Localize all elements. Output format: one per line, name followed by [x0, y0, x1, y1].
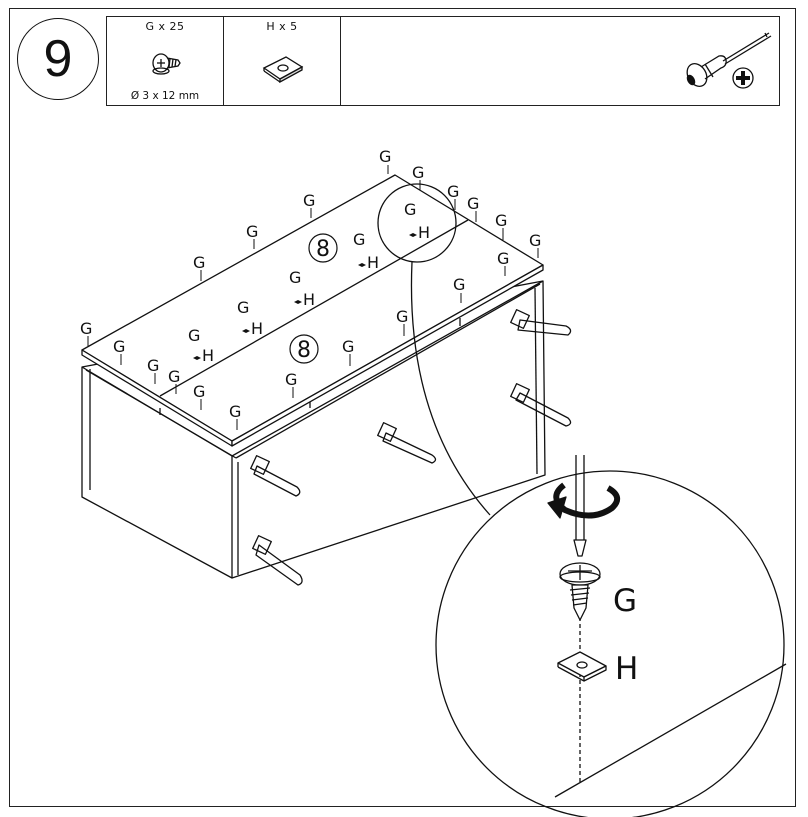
diagram-h-label: H [418, 223, 430, 242]
part-h-count: H x 5 [266, 20, 298, 33]
diagram-g-label: G [168, 367, 180, 386]
diagram-g-label: G [147, 356, 159, 375]
panel-number: 8 [297, 338, 311, 363]
diagram-g-label: G [237, 298, 249, 317]
diagram-g-label: G [193, 253, 205, 272]
detail-view [435, 455, 787, 817]
parts-table: G x 25 Ø 3 x 12 mm H x 5 [106, 16, 780, 106]
diagram-g-label: G [229, 402, 241, 421]
diagram-g-label: G [529, 231, 541, 250]
diagram-g-label: G [497, 249, 509, 268]
diagram-g-label: G [303, 191, 315, 210]
tool-cell [341, 17, 779, 105]
part-h-cell: H x 5 [224, 17, 341, 105]
diagram-g-label: G [80, 319, 92, 338]
screw-icon [152, 53, 181, 75]
diagram-h-label: H [303, 290, 315, 309]
part-g-count: G x 25 [145, 20, 185, 33]
callout-connector [410, 261, 491, 516]
detail-g-label: G [613, 583, 637, 619]
part-g-spec: Ø 3 x 12 mm [130, 90, 200, 102]
diagram-g-label: G [113, 337, 125, 356]
panel-number: 8 [316, 237, 330, 262]
diagram-h-label: H [251, 319, 263, 338]
diagram-g-label: G [188, 326, 200, 345]
part-g-cell: G x 25 Ø 3 x 12 mm [107, 17, 224, 105]
diagram-g-label: G [289, 268, 301, 287]
diagram-g-label: G [379, 147, 391, 166]
diagram-g-label: G [447, 182, 459, 201]
callout-circle [377, 183, 457, 263]
screw-position-labels [87, 165, 539, 430]
diagram-g-label: G [396, 307, 408, 326]
diagram-g-label: G [495, 211, 507, 230]
phillips-screwdriver-icon [686, 32, 772, 89]
diagram-h-label: H [202, 346, 214, 365]
diagram-h-label: H [367, 253, 379, 272]
cabinet-legs [250, 309, 572, 586]
panel-number-markers: 8 8 [289, 233, 338, 364]
diagram-g-label: G [453, 275, 465, 294]
diagram-g-label: G [412, 163, 424, 182]
step-number: 9 [17, 18, 99, 100]
diagram-g-label: G [193, 382, 205, 401]
diagram-g-label: G [353, 230, 365, 249]
diagram-g-label: G [404, 200, 416, 219]
page-frame [9, 8, 796, 807]
diagram-g-label: G [285, 370, 297, 389]
diagram-g-label: G [342, 337, 354, 356]
washer-icon [262, 56, 304, 83]
washer-h-labels: H H H H H [202, 223, 430, 365]
step-number-text: 9 [43, 30, 73, 88]
h-position-markers [193, 233, 417, 360]
diagram-g-label: G [246, 222, 258, 241]
detail-h-label: H [615, 651, 638, 687]
top-panel [81, 174, 544, 447]
screw-g-labels: G G G G G G G G G G G G G G G G G G G G … [80, 147, 541, 421]
diagram-g-label: G [467, 194, 479, 213]
